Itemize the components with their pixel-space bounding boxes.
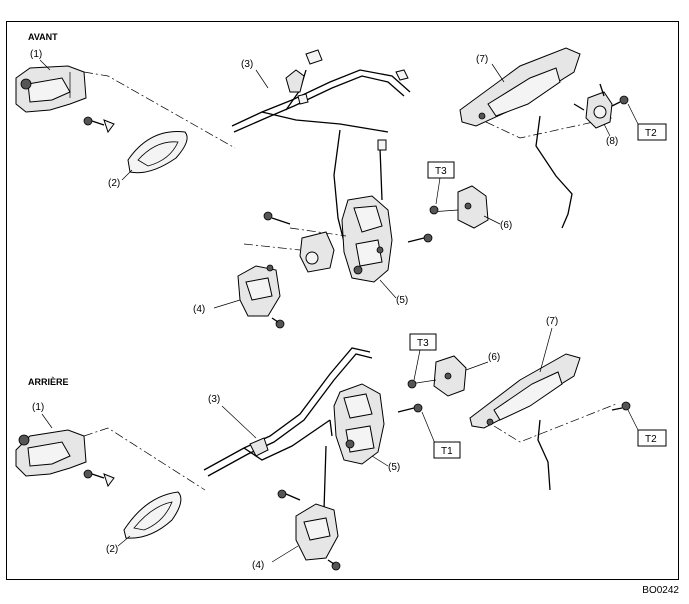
key-cylinder-front — [573, 83, 613, 129]
callout-3-rear: (3) — [208, 394, 220, 405]
outer-handle-rear — [469, 353, 581, 429]
lock-bracket-rear — [277, 489, 341, 571]
lock-rods-front — [231, 49, 411, 133]
outer-handle-front — [459, 47, 581, 127]
torque-tag-t2-front: T2 — [611, 95, 667, 141]
callout-5-front: (5) — [396, 295, 408, 306]
torque-tag-t2-rear: T2 — [611, 401, 667, 447]
striker-rear — [409, 355, 467, 397]
callout-1-rear: (1) — [32, 402, 44, 413]
svg-text:T1: T1 — [441, 446, 453, 457]
handle-escutcheon-rear — [123, 491, 182, 539]
svg-text:T2: T2 — [645, 128, 657, 139]
callout-2-front: (2) — [108, 178, 120, 189]
door-lock-assembly-front — [341, 195, 393, 283]
lock-screws-front — [263, 211, 433, 243]
screw-rear-handle — [83, 469, 115, 488]
callout-5-rear: (5) — [388, 462, 400, 473]
striker-front — [429, 185, 489, 229]
callout-3-front: (3) — [241, 59, 253, 70]
callout-6-rear: (6) — [488, 352, 500, 363]
handle-escutcheon-front — [127, 131, 188, 174]
door-lock-assembly-rear — [329, 383, 385, 465]
torque-tag-t1-rear: T1 — [397, 403, 461, 459]
section-title-front: AVANT — [28, 32, 58, 42]
inner-handle-rear — [15, 429, 87, 477]
callout-6-front: (6) — [500, 220, 512, 231]
section-title-rear: ARRIÈRE — [28, 377, 69, 387]
callout-1-front: (1) — [30, 49, 42, 60]
callout-2-rear: (2) — [106, 544, 118, 555]
svg-text:T2: T2 — [645, 434, 657, 445]
lock-bracket-front — [237, 264, 285, 329]
lock-actuator-front — [299, 231, 335, 273]
callout-8-front: (8) — [606, 136, 618, 147]
diagram-frame — [6, 21, 679, 580]
figure-id: BO0242 — [642, 585, 679, 596]
callout-7-rear: (7) — [546, 316, 558, 327]
inner-handle-front — [15, 65, 87, 113]
callout-4-front: (4) — [193, 304, 205, 315]
svg-text:T3: T3 — [417, 338, 429, 349]
torque-tag-t3-rear: T3 — [407, 333, 437, 389]
svg-text:T3: T3 — [435, 166, 447, 177]
torque-tag-t3-front: T3 — [427, 161, 455, 215]
callout-7-front: (7) — [476, 54, 488, 65]
callout-4-rear: (4) — [252, 560, 264, 571]
screw-front-handle — [83, 116, 115, 134]
lock-rods-rear — [203, 347, 373, 477]
